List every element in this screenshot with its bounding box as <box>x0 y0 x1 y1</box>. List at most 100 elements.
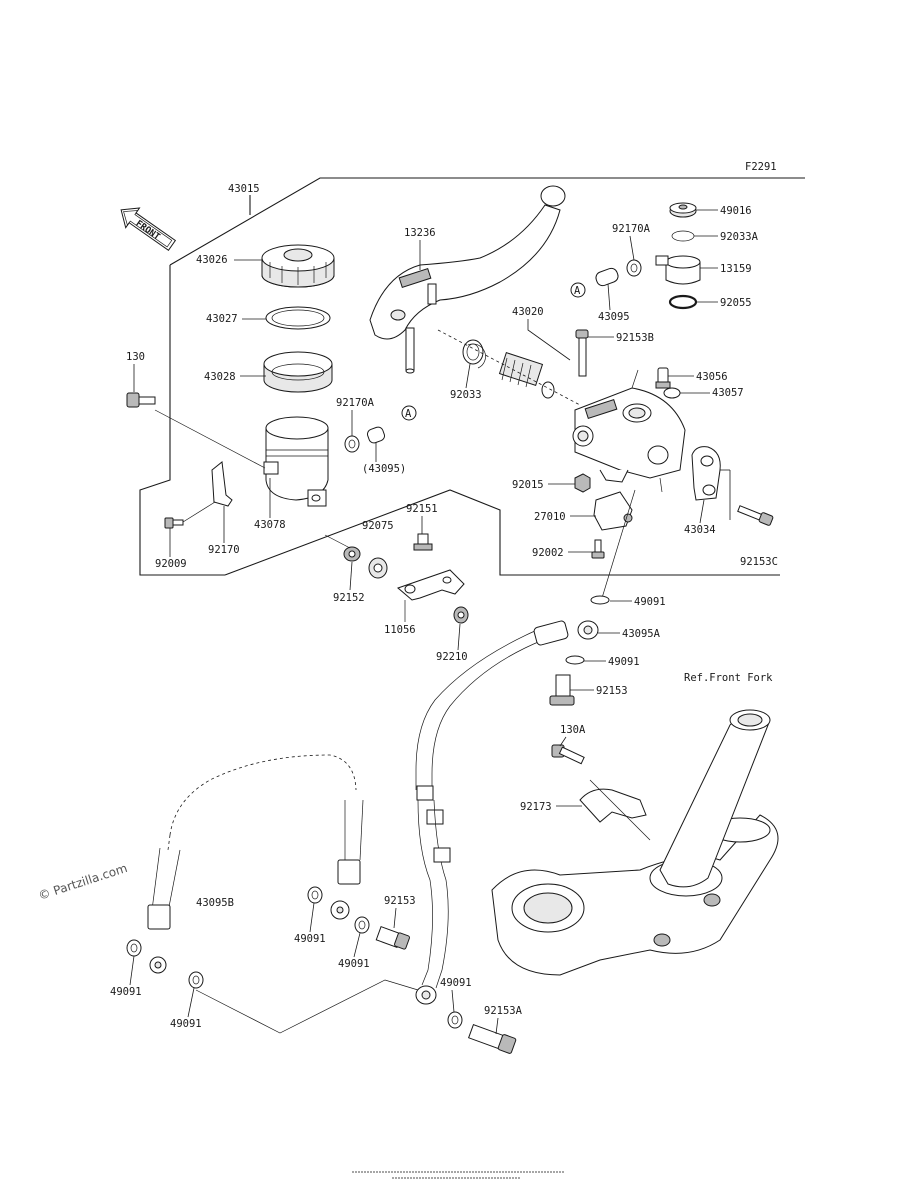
ring-92033A <box>671 230 695 242</box>
label-43095A: 43095A <box>622 628 661 640</box>
nut-92015 <box>574 473 591 493</box>
bolt-92153C <box>737 505 774 526</box>
banjo-bolt-92153A <box>467 1023 517 1054</box>
screw-92002 <box>591 539 605 559</box>
cap-49016 <box>669 202 697 218</box>
label-49091-a: 49091 <box>634 596 666 608</box>
label-49091-c: 49091 <box>294 933 326 945</box>
banjo-bolt-92153 <box>549 674 575 706</box>
bracket-11056 <box>397 569 465 601</box>
label-49091-d: 49091 <box>338 958 370 970</box>
oring-92055 <box>668 294 698 310</box>
label-11056: 11056 <box>384 624 416 636</box>
label-92153: 92153 <box>596 685 628 697</box>
label-92153B: 92153B <box>616 332 654 344</box>
clamp-92173 <box>579 788 647 823</box>
label-43056: 43056 <box>696 371 728 383</box>
pivot-bolt-92153B <box>575 329 589 377</box>
ref-front-fork: Ref.Front Fork <box>684 672 773 684</box>
washer-49091-mid <box>565 655 585 665</box>
damper-92075 <box>368 557 388 579</box>
triple-clamp <box>491 814 779 976</box>
clamp-92170A-left <box>344 435 360 453</box>
svg-text:A: A <box>574 285 581 297</box>
label-49091-g: 49091 <box>440 977 472 989</box>
ref-circle-a-right: A <box>570 282 586 298</box>
label-43028: 43028 <box>204 371 236 383</box>
watermark: © Partzilla.com <box>37 861 129 903</box>
copyright-footnote <box>352 1171 565 1179</box>
label-92152: 92152 <box>333 592 365 604</box>
washer-92152 <box>343 546 361 562</box>
label-43095: 43095 <box>598 311 630 323</box>
label-92015: 92015 <box>512 479 544 491</box>
label-92151: 92151 <box>406 503 438 515</box>
label-92210: 92210 <box>436 651 468 663</box>
label-13236: 13236 <box>404 227 436 239</box>
label-43015: 43015 <box>228 183 260 195</box>
brake-lever <box>369 185 566 374</box>
reservoir-body <box>263 416 329 507</box>
label-92075: 92075 <box>362 520 394 532</box>
svg-text:A: A <box>405 408 412 420</box>
label-92153-low: 92153 <box>384 895 416 907</box>
assembly-frame <box>139 177 805 576</box>
label-92173: 92173 <box>520 801 552 813</box>
fitting-13159 <box>655 255 701 285</box>
label-49091-f: 49091 <box>170 1018 202 1030</box>
hose-43095-left <box>366 426 386 444</box>
washer-49091-lowmid-b <box>354 916 370 934</box>
label-43057: 43057 <box>712 387 744 399</box>
label-49091-b: 49091 <box>608 656 640 668</box>
brake-hose-43095A <box>415 620 569 1005</box>
washer-49091-lowright <box>447 1011 463 1029</box>
label-92033: 92033 <box>450 389 482 401</box>
label-92153C: 92153C <box>740 556 778 568</box>
master-cylinder-body <box>572 369 686 493</box>
label-43026: 43026 <box>196 254 228 266</box>
label-92033A: 92033A <box>720 231 759 243</box>
part-labels: 43015 43026 43027 43028 130 92170A (4309… <box>110 183 778 1035</box>
washer-49091-lowmid-a <box>307 886 323 904</box>
fork-stem <box>659 709 771 888</box>
reservoir-cap <box>261 244 335 288</box>
label-27010: 27010 <box>534 511 566 523</box>
label-13159: 13159 <box>720 263 752 275</box>
handlebar-clamp <box>691 446 721 501</box>
bolt-130 <box>126 392 156 408</box>
washer-49091-lowleft-b <box>188 971 204 989</box>
label-49091-e: 49091 <box>110 986 142 998</box>
label-43034: 43034 <box>684 524 716 536</box>
piston-kit <box>462 339 555 399</box>
label-130A: 130A <box>560 724 586 736</box>
nut-92210 <box>453 606 469 624</box>
bolt-92151 <box>413 533 433 551</box>
brake-hose-43095B <box>147 754 364 974</box>
bracket-92170 <box>211 461 233 507</box>
label-92055: 92055 <box>720 297 752 309</box>
label-92002: 92002 <box>532 547 564 559</box>
banjo-43095A <box>577 620 599 640</box>
hose-43095-right <box>595 267 619 287</box>
label-92170A-left: 92170A <box>336 397 375 409</box>
clamp-92170A-right <box>626 259 642 277</box>
label-130: 130 <box>126 351 145 363</box>
label-92153A: 92153A <box>484 1005 523 1017</box>
ref-circle-a-left: A <box>401 405 417 421</box>
washer-49091-top <box>590 595 610 605</box>
label-43095B: 43095B <box>196 897 234 909</box>
switch-27010 <box>593 491 633 531</box>
label-43027: 43027 <box>206 313 238 325</box>
label-43095-paren: (43095) <box>362 463 406 475</box>
washer-49091-lowleft-a <box>126 939 142 957</box>
reservoir-diaphragm <box>263 351 333 393</box>
label-49016: 49016 <box>720 205 752 217</box>
label-92170A-right: 92170A <box>612 223 651 235</box>
figure-code: F2291 <box>745 161 777 173</box>
front-arrow-icon: FRONT <box>120 207 177 252</box>
bolt-130A <box>551 744 585 765</box>
label-43020: 43020 <box>512 306 544 318</box>
bleeder-43056 <box>655 367 671 389</box>
label-92170: 92170 <box>208 544 240 556</box>
